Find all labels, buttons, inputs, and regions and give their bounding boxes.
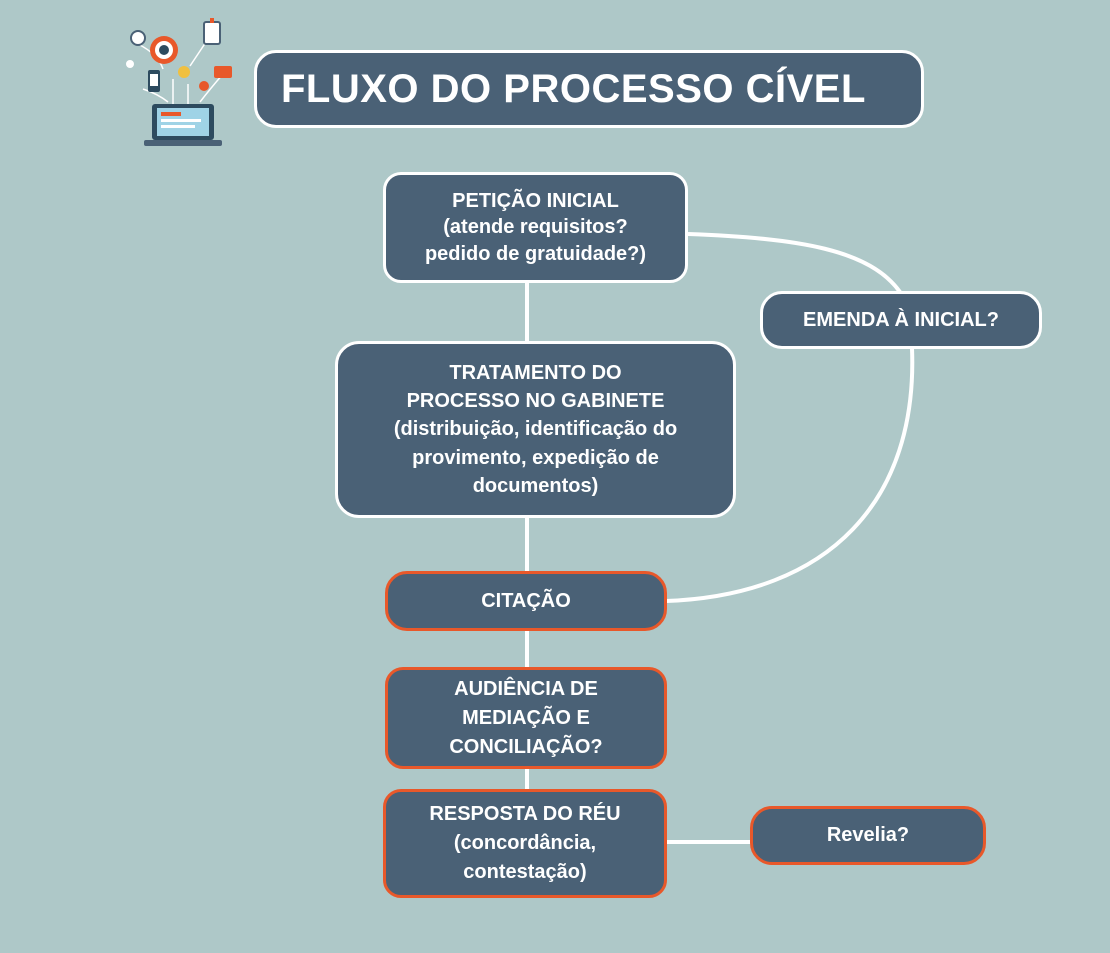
tech-infographic-icon [126, 18, 232, 146]
connector-emenda-citacao [665, 347, 915, 603]
node-emenda-inicial-label: EMENDA À INICIAL? [803, 308, 999, 331]
node-emenda-inicial: EMENDA À INICIAL? [760, 291, 1042, 349]
node-tratamento-processo-label: TRATAMENTO DO PROCESSO NO GABINETE (dist… [393, 361, 678, 498]
node-audiencia-mediacao-label: AUDIÊNCIA DE MEDIAÇÃO E CONCILIAÇÃO? [449, 677, 603, 758]
node-resposta-reu-label: RESPOSTA DO RÉU (concordância, contestaç… [429, 803, 621, 883]
node-audiencia-mediacao: AUDIÊNCIA DE MEDIAÇÃO E CONCILIAÇÃO? [385, 667, 667, 769]
node-peticao-inicial: PETIÇÃO INICIAL (atende requisitos? pedi… [383, 172, 688, 283]
node-tratamento-processo: TRATAMENTO DO PROCESSO NO GABINETE (dist… [335, 341, 736, 518]
node-revelia-label: Revelia? [826, 824, 910, 847]
node-peticao-inicial-label: PETIÇÃO INICIAL (atende requisitos? pedi… [424, 189, 647, 265]
page-title: FLUXO DO PROCESSO CÍVEL [254, 50, 924, 128]
node-citacao: CITAÇÃO [385, 571, 667, 631]
node-resposta-reu: RESPOSTA DO RÉU (concordância, contestaç… [383, 789, 667, 898]
node-revelia: Revelia? [750, 806, 986, 865]
connector-peticao-emenda [687, 232, 902, 294]
node-citacao-label: CITAÇÃO [481, 589, 571, 612]
